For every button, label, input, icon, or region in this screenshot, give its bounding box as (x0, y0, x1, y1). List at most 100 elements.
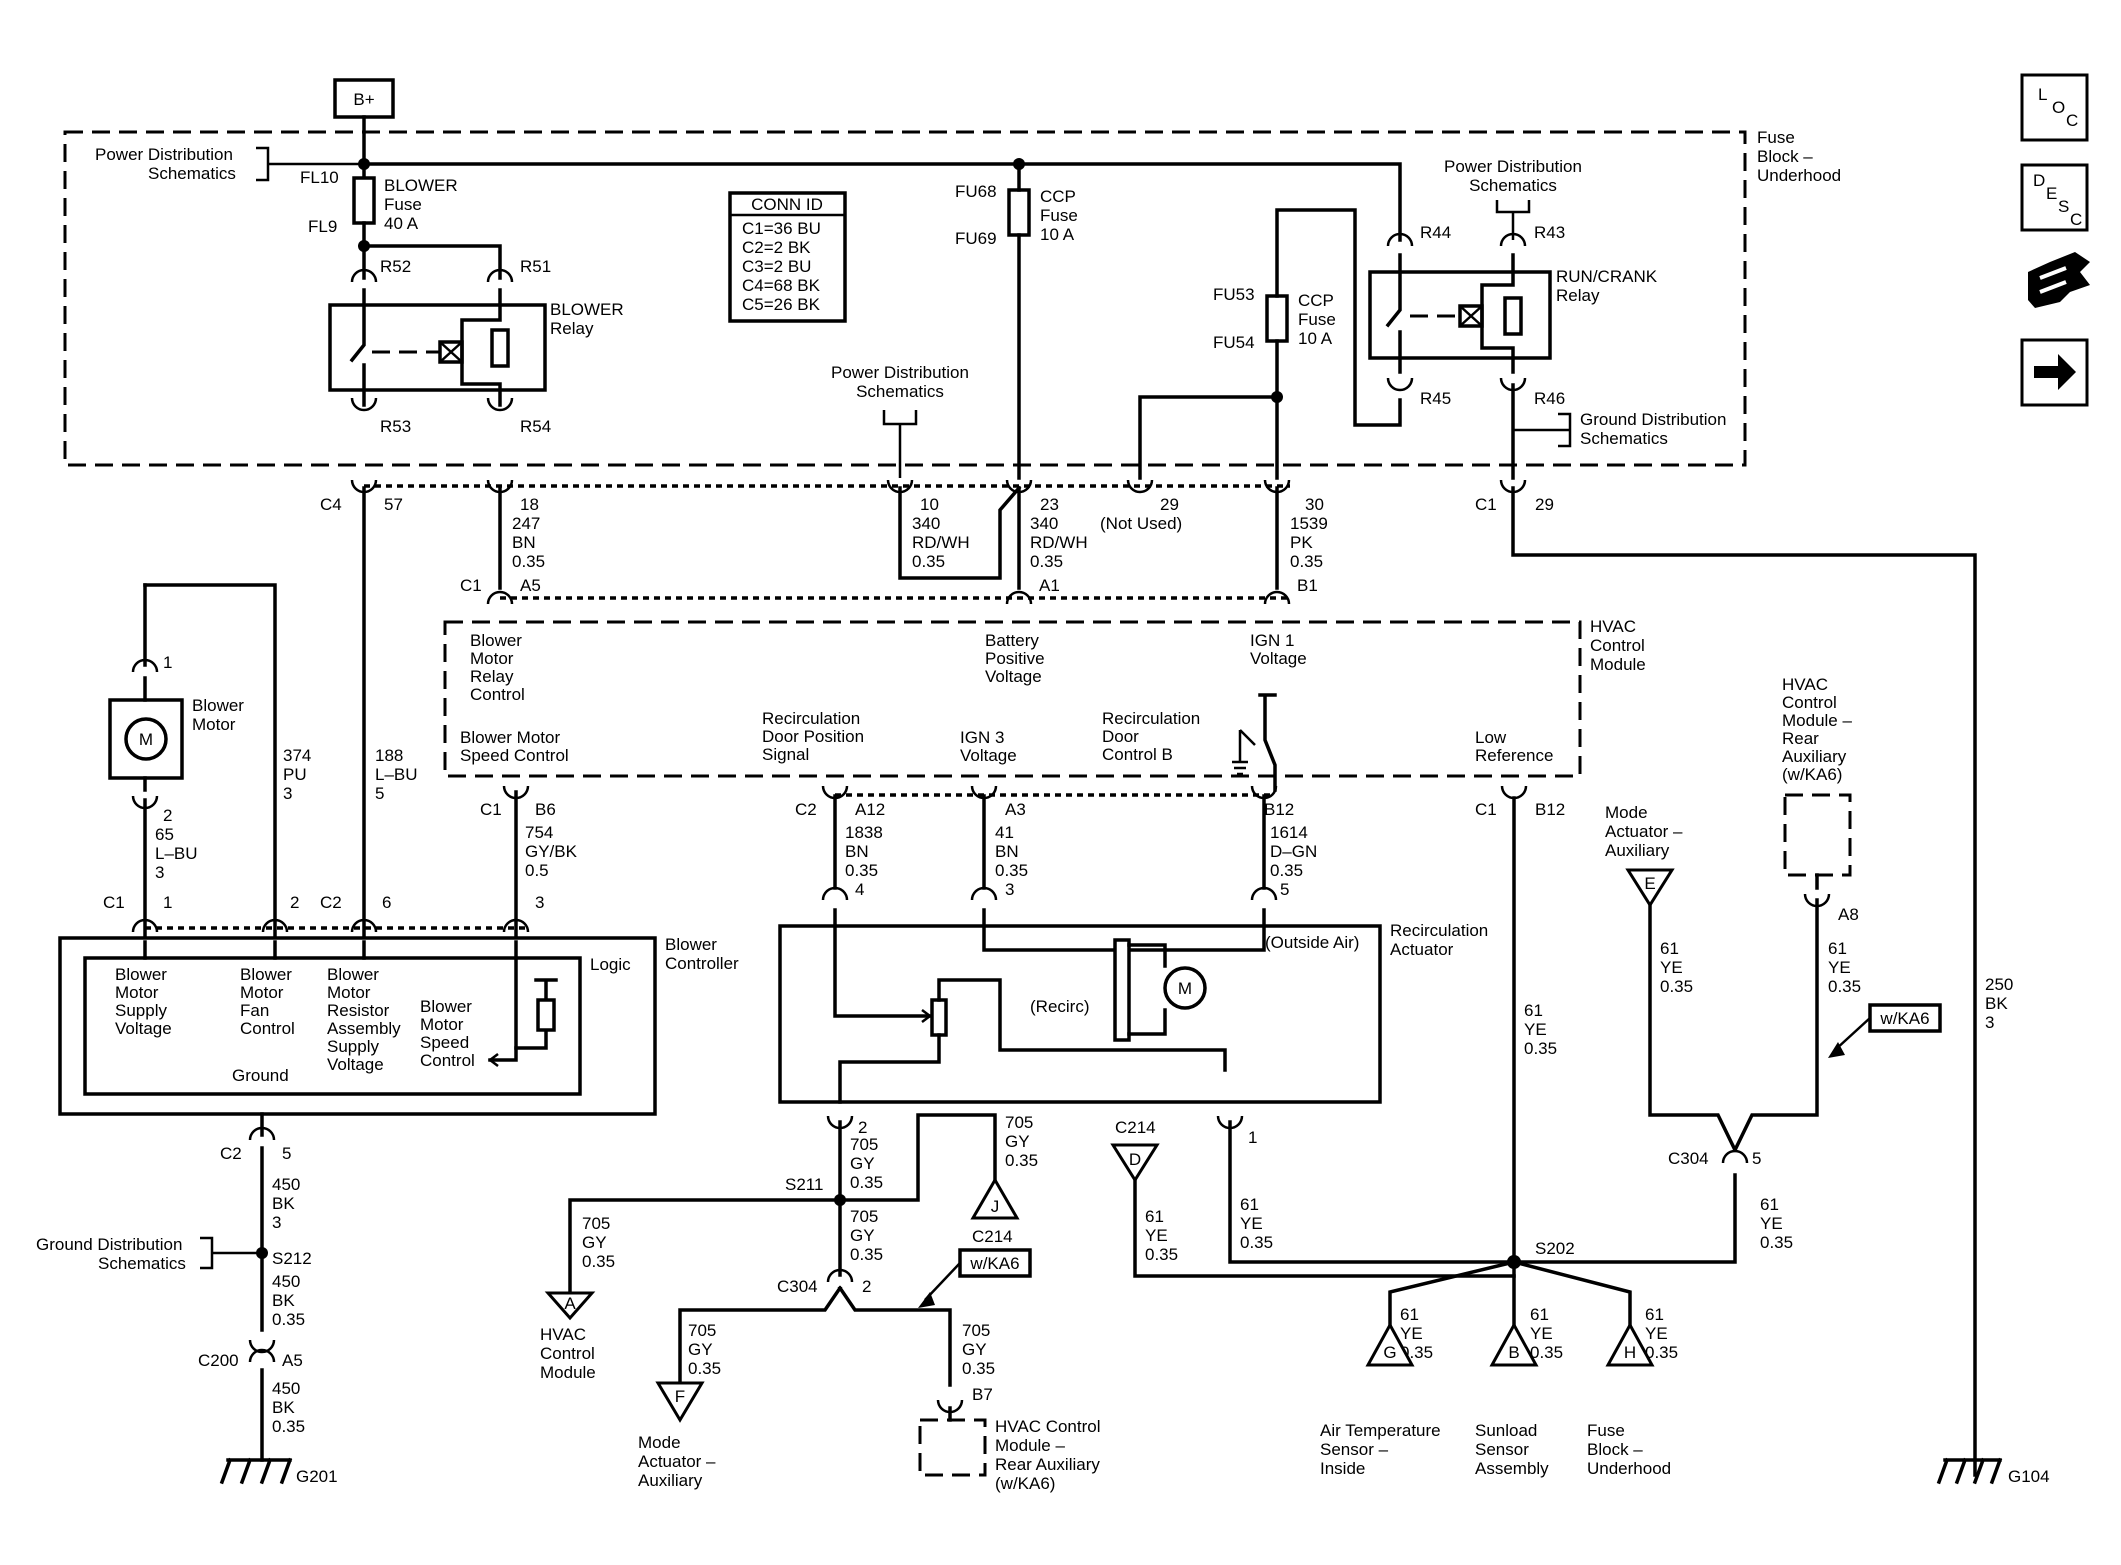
svg-text:A5: A5 (282, 1351, 303, 1370)
svg-text:6: 6 (382, 893, 391, 912)
power-distribution-ref-left[interactable]: Power Distribution Schematics (95, 145, 364, 183)
c304-mid-split (678, 1285, 952, 1387)
svg-text:Speed: Speed (420, 1033, 469, 1052)
svg-text:Door: Door (1102, 727, 1139, 746)
svg-text:B1: B1 (1297, 576, 1318, 595)
svg-text:YE: YE (1660, 958, 1683, 977)
svg-text:BN: BN (845, 842, 869, 861)
svg-text:BK: BK (272, 1398, 295, 1417)
svg-text:Schematics: Schematics (148, 164, 236, 183)
ground-distribution-ref-fuseblock[interactable]: Ground Distribution Schematics (1513, 410, 1726, 448)
svg-text:(w/KA6): (w/KA6) (995, 1474, 1055, 1493)
svg-text:Voltage: Voltage (985, 667, 1042, 686)
desc-button[interactable]: D E S C (2020, 163, 2089, 232)
connector-e-triangle[interactable]: E (1625, 868, 1675, 908)
svg-text:Speed Control: Speed Control (460, 746, 569, 765)
connector-b-triangle[interactable]: B (1489, 1321, 1539, 1367)
svg-text:F: F (675, 1387, 685, 1406)
svg-text:O: O (2052, 98, 2065, 117)
svg-text:Blower Motor: Blower Motor (460, 728, 560, 747)
svg-text:Sensor –: Sensor – (1320, 1440, 1389, 1459)
loc-button[interactable]: L O C (2020, 73, 2089, 142)
svg-text:GY: GY (962, 1340, 987, 1359)
svg-text:C214: C214 (972, 1227, 1013, 1246)
svg-text:G201: G201 (296, 1467, 338, 1486)
svg-text:1539: 1539 (1290, 514, 1328, 533)
svg-text:Motor: Motor (327, 983, 371, 1002)
ground-distribution-ref-left[interactable]: Ground Distribution Schematics (36, 1235, 262, 1273)
svg-text:YE: YE (1145, 1226, 1168, 1245)
svg-text:Assembly: Assembly (327, 1019, 401, 1038)
air-temp-sensor-ref: Air Temperature Sensor – Inside (1320, 1421, 1441, 1478)
svg-text:C304: C304 (777, 1277, 818, 1296)
svg-text:450: 450 (272, 1175, 300, 1194)
svg-text:705: 705 (688, 1321, 716, 1340)
svg-text:Recirculation: Recirculation (1390, 921, 1488, 940)
svg-text:RD/WH: RD/WH (1030, 533, 1088, 552)
svg-text:Rear Auxiliary: Rear Auxiliary (995, 1455, 1100, 1474)
svg-text:YE: YE (1530, 1324, 1553, 1343)
hvac-bottom-connector: C1 B6 754 GY/BK 0.5 C2 A12 A3 B12 1838 B… (480, 785, 1565, 899)
g201-ground-symbol (219, 1457, 293, 1485)
svg-text:10: 10 (920, 495, 939, 514)
power-distribution-ref-right[interactable]: Power Distribution Schematics (1444, 157, 1582, 240)
svg-text:3: 3 (283, 784, 292, 803)
svg-text:Control B: Control B (1102, 745, 1173, 764)
next-arrow-button[interactable] (2020, 338, 2089, 407)
connector-g-triangle[interactable]: G (1365, 1321, 1415, 1367)
c200-terminal-bottom (248, 1348, 276, 1363)
fuse-block-label: Fuse Block – Underhood (1757, 128, 1841, 185)
blower-motor-wire-labels: 2 65 L–BU 3 374 PU 3 188 L–BU 5 (155, 746, 418, 882)
svg-text:Rear: Rear (1782, 729, 1819, 748)
svg-text:Fuse: Fuse (1040, 206, 1078, 225)
svg-text:0.35: 0.35 (272, 1417, 305, 1436)
svg-text:C2=2 BK: C2=2 BK (742, 238, 811, 257)
connector-h-triangle[interactable]: H (1605, 1321, 1655, 1367)
svg-text:B12: B12 (1264, 800, 1294, 819)
svg-text:61: 61 (1828, 939, 1847, 958)
wire-374-pu (143, 583, 277, 940)
svg-text:Voltage: Voltage (327, 1055, 384, 1074)
svg-text:L–BU: L–BU (375, 765, 418, 784)
svg-text:CONN ID: CONN ID (751, 195, 823, 214)
wire-61-e-label: 61 YE 0.35 (1660, 939, 1693, 996)
svg-text:Motor: Motor (470, 649, 514, 668)
hvac-control-module (443, 620, 1582, 778)
svg-text:D: D (1129, 1150, 1141, 1169)
svg-text:S212: S212 (272, 1249, 312, 1268)
svg-text:YE: YE (1645, 1324, 1668, 1343)
svg-text:C5=26 BK: C5=26 BK (742, 295, 821, 314)
connector-j-triangle[interactable]: J (970, 1177, 1020, 1220)
g104-ground-symbol: G104 (1936, 1457, 2050, 1486)
connector-f-triangle[interactable]: F (655, 1381, 705, 1423)
rear-aux-module-right: HVAC Control Module – Rear Auxiliary (w/… (1782, 675, 1859, 924)
svg-text:C4: C4 (320, 495, 342, 514)
svg-text:0.35: 0.35 (850, 1245, 883, 1264)
svg-text:Mode: Mode (638, 1433, 681, 1452)
svg-text:B12: B12 (1535, 800, 1565, 819)
connector-view-icon[interactable] (2028, 252, 2090, 308)
svg-text:Motor: Motor (420, 1015, 464, 1034)
svg-text:0.35: 0.35 (512, 552, 545, 571)
power-distribution-ref-middle[interactable]: Power Distribution Schematics (831, 363, 969, 478)
svg-text:RD/WH: RD/WH (912, 533, 970, 552)
svg-text:Fan: Fan (240, 1001, 269, 1020)
svg-text:B: B (1508, 1343, 1519, 1362)
svg-text:S211: S211 (785, 1175, 823, 1194)
ccp-fuse-1-labels: FU68 FU69 CCP Fuse 10 A (955, 182, 1078, 248)
svg-text:C4=68 BK: C4=68 BK (742, 276, 821, 295)
svg-text:GY/BK: GY/BK (525, 842, 578, 861)
mode-actuator-aux-ref-right: Mode Actuator – Auxiliary (1605, 803, 1683, 860)
svg-text:Control: Control (540, 1344, 595, 1363)
svg-text:23: 23 (1040, 495, 1059, 514)
connector-d-triangle[interactable]: D (1110, 1143, 1160, 1183)
svg-text:Control: Control (470, 685, 525, 704)
svg-text:0.35: 0.35 (1524, 1039, 1557, 1058)
svg-text:HVAC: HVAC (1782, 675, 1828, 694)
svg-text:0.35: 0.35 (962, 1359, 995, 1378)
recirculation-actuator: Recirculation Actuator (Outside Air) (Re… (778, 908, 1488, 1104)
svg-text:R46: R46 (1534, 389, 1565, 408)
recirc-actuator-terminals (821, 886, 1278, 901)
svg-text:705: 705 (962, 1321, 990, 1340)
connector-a-triangle[interactable]: A (544, 1291, 596, 1321)
